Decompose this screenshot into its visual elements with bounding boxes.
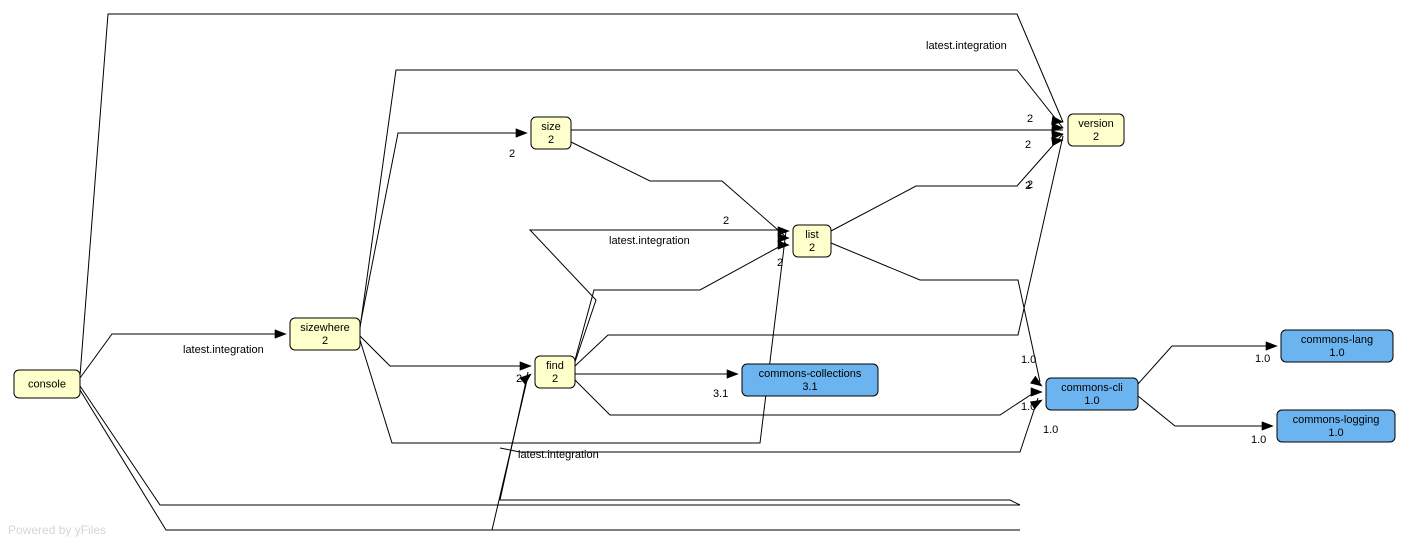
edge-arrowhead — [777, 240, 790, 250]
graph-node-console[interactable]: console — [13, 369, 81, 399]
graph-edge — [359, 69, 1064, 329]
edge-label: 2 — [1025, 139, 1031, 151]
node-revision-label: 2 — [548, 134, 554, 146]
node-body[interactable] — [1280, 329, 1394, 363]
edge-label: 1.0 — [1255, 353, 1270, 365]
node-name-label: version — [1078, 118, 1113, 130]
graph-edge — [574, 379, 1039, 416]
edges-layer — [79, 13, 1273, 531]
edge-arrowhead — [1029, 399, 1043, 410]
graph-edge — [359, 230, 787, 444]
edge-arrowhead — [1030, 387, 1043, 397]
edge-label: latest.integration — [609, 235, 690, 247]
graph-edge — [79, 333, 282, 379]
graph-edge — [1137, 345, 1273, 385]
node-name-label: size — [541, 121, 561, 133]
node-body[interactable] — [1276, 409, 1396, 443]
node-revision-label: 1.0 — [1329, 347, 1344, 359]
edge-arrowhead — [1051, 130, 1064, 140]
node-body[interactable] — [534, 355, 576, 389]
edge-arrowhead — [1261, 421, 1274, 431]
edge-arrowhead — [777, 233, 790, 243]
node-body[interactable] — [741, 363, 879, 397]
edge-arrowhead — [274, 329, 287, 339]
node-name-label: commons-cli — [1061, 382, 1123, 394]
edge-label: 2 — [1027, 113, 1033, 125]
graph-edge — [359, 132, 523, 327]
edge-label: latest.integration — [518, 449, 599, 461]
edge-label: 1.0 — [1021, 354, 1036, 366]
node-body[interactable] — [289, 317, 361, 351]
edge-arrowhead — [519, 361, 532, 371]
graph-edge — [79, 13, 1064, 377]
node-name-label: find — [546, 360, 564, 372]
edge-label: 2 — [777, 257, 783, 269]
edge-arrowhead — [1051, 122, 1064, 132]
node-body[interactable] — [530, 116, 572, 150]
edge-arrowhead — [515, 128, 528, 138]
edge-arrowhead — [1051, 136, 1064, 147]
edge-label: 2 — [516, 373, 522, 385]
edge-label: 2 — [1025, 180, 1031, 192]
graph-edge — [574, 135, 1064, 367]
graph-edge — [830, 133, 1064, 232]
edge-label: 2 — [509, 148, 515, 160]
edge-label: 3.1 — [713, 388, 728, 400]
node-revision-label: 2 — [322, 335, 328, 347]
graph-edge — [499, 397, 1039, 453]
edge-label: 1.0 — [1043, 424, 1058, 436]
node-name-label: list — [805, 229, 818, 241]
edge-arrowhead — [726, 369, 739, 379]
node-body[interactable] — [792, 224, 832, 258]
graph-edge — [570, 141, 787, 238]
edge-label: 2 — [723, 215, 729, 227]
edge-label: 1.0 — [1251, 434, 1266, 446]
node-revision-label: 2 — [809, 242, 815, 254]
edge-arrowhead — [1051, 115, 1064, 126]
node-revision-label: 2 — [1093, 131, 1099, 143]
edge-label: latest.integration — [183, 344, 264, 356]
node-body[interactable] — [1045, 377, 1139, 411]
edge-labels-layer: latest.integration latest.integration late… — [183, 40, 1270, 461]
node-body[interactable] — [1067, 113, 1125, 147]
node-revision-label: 1.0 — [1328, 427, 1343, 439]
node-revision-label: 3.1 — [802, 381, 817, 393]
node-name-label: commons-lang — [1301, 334, 1373, 346]
node-revision-label: 1.0 — [1084, 395, 1099, 407]
arrowheads-layer — [274, 115, 1278, 431]
yfiles-watermark: Powered by yFiles — [8, 523, 107, 537]
edge-label: 2 — [1027, 179, 1033, 191]
node-body[interactable] — [13, 369, 81, 399]
node-name-label: commons-collections — [759, 368, 862, 380]
edge-label: latest.integration — [926, 40, 1007, 52]
edge-arrowhead — [519, 373, 532, 385]
node-name-label: commons-logging — [1293, 414, 1380, 426]
node-name-label: sizewhere — [300, 322, 350, 334]
graph-edge — [359, 335, 528, 367]
node-name-label: console — [28, 378, 66, 390]
graph-edge — [79, 375, 1020, 531]
graph-edge — [528, 229, 786, 363]
edge-arrowhead — [1265, 341, 1278, 351]
graph-edge — [830, 242, 1041, 383]
edge-arrowhead — [1030, 375, 1043, 387]
graph-edge — [1137, 395, 1269, 427]
node-revision-label: 2 — [552, 373, 558, 385]
graph-edge — [574, 242, 787, 361]
nodes-layer: consolesizewhere2size2list2find2version2… — [13, 113, 1396, 443]
edge-arrowhead — [777, 226, 790, 236]
graph-edge — [79, 371, 1021, 506]
edge-label: 1.0 — [1021, 401, 1036, 413]
